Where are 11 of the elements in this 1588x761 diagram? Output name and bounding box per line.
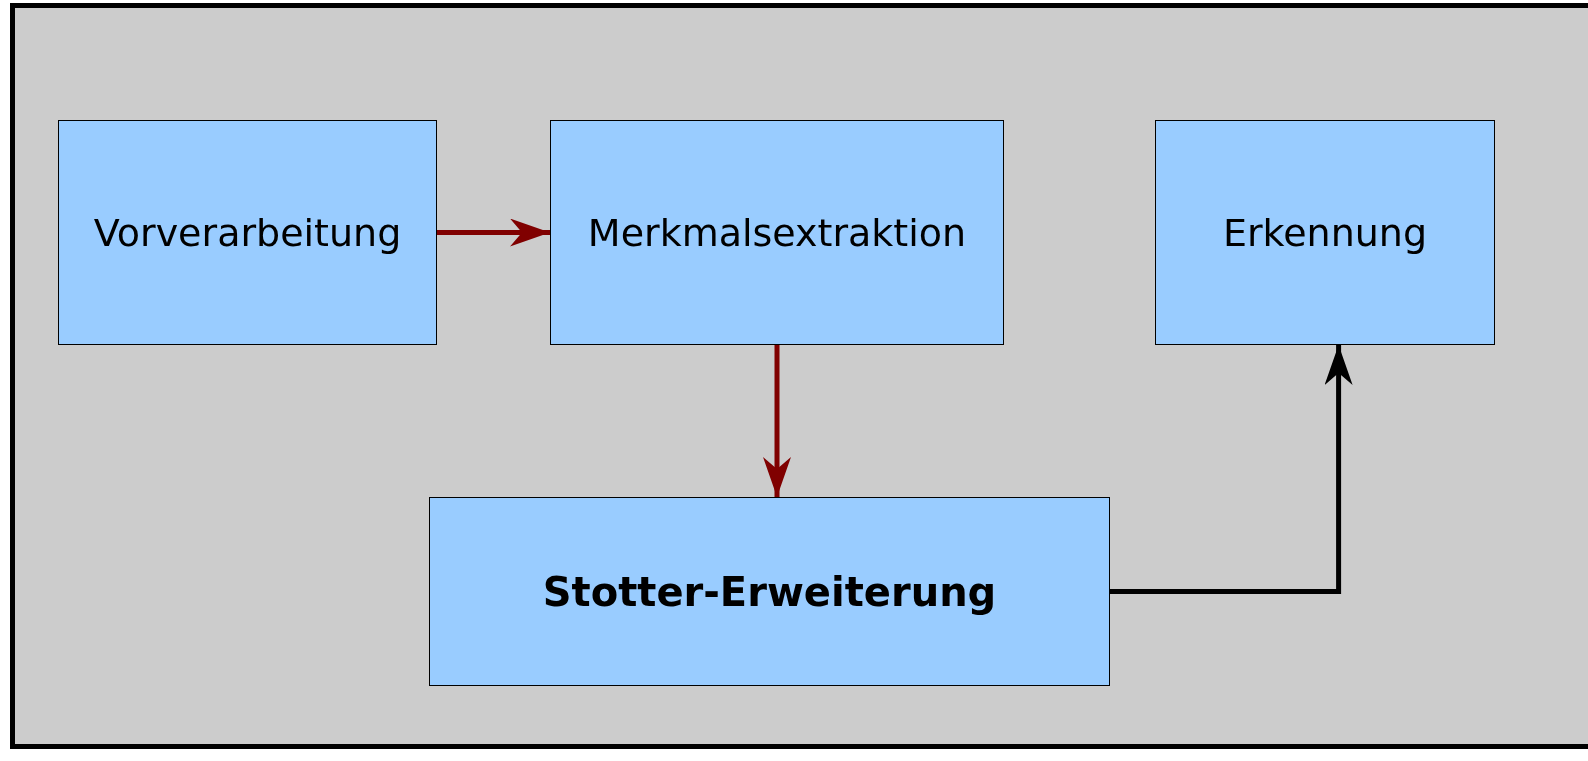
arrow	[763, 345, 791, 497]
arrow	[437, 218, 550, 247]
arrow	[1110, 345, 1353, 594]
box-label: Vorverarbeitung	[93, 210, 402, 255]
process-box	[58, 120, 437, 345]
process-box	[550, 120, 1004, 345]
box-label: Stotter-Erweiterung	[542, 568, 997, 615]
box-label: Merkmalsextraktion	[587, 210, 967, 255]
box-label: Erkennung	[1222, 210, 1428, 255]
process-box	[1155, 120, 1495, 345]
process-box	[429, 497, 1110, 686]
